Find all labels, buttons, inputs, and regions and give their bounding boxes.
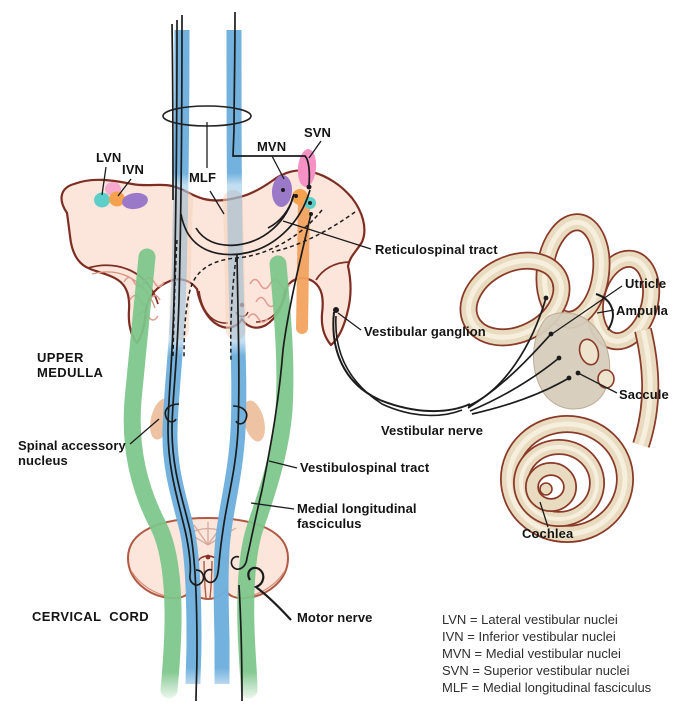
- label-reticulospinal-tract: Reticulospinal tract: [375, 242, 498, 257]
- legend-line-ivn: IVN = Inferior vestibular nuclei: [442, 629, 616, 644]
- reticulospinal-tract-orange: [296, 194, 310, 334]
- vestibular-nuclei-blobs: [94, 149, 317, 210]
- label-cervical-cord: CERVICAL CORD: [32, 609, 150, 624]
- label-ampulla: Ampulla: [616, 303, 668, 318]
- label-utricle: Utricle: [625, 276, 667, 291]
- label-mvn: MVN: [257, 139, 287, 154]
- label-lvn: LVN: [96, 150, 122, 165]
- abbreviation-legend: LVN = Lateral vestibular nuclei IVN = In…: [442, 611, 651, 696]
- vestibulospinal-tracts-green: [123, 248, 294, 699]
- legend-line-mlf: MLF = Medial longitudinal fasciculus: [442, 680, 652, 695]
- fiber-origin-dots: [281, 184, 313, 216]
- label-saccule: Saccule: [619, 387, 669, 402]
- inner-ear: [459, 213, 661, 543]
- label-spinal-accessory-nucleus: Spinal accessory nucleus: [18, 438, 126, 468]
- decussation-dashed-fibers: [172, 209, 356, 361]
- label-medial-longitudinal-fasciculus: Medial longitudinal fasciculus: [297, 501, 417, 531]
- label-vestibular-ganglion: Vestibular ganglion: [364, 324, 486, 339]
- label-svn: SVN: [304, 125, 332, 140]
- label-upper-medulla: UPPER MEDULLA: [37, 350, 104, 380]
- label-cochlea: Cochlea: [522, 526, 574, 541]
- cochlea-spiral: [500, 415, 634, 543]
- vestibular-nerve-fibers: [332, 295, 572, 417]
- legend-line-mvn: MVN = Medial vestibular nuclei: [442, 646, 621, 661]
- legend-line-svn: SVN = Superior vestibular nuclei: [442, 663, 630, 678]
- vestibular-ganglion-dot: [333, 307, 339, 313]
- label-ivn: IVN: [122, 162, 144, 177]
- label-vestibulospinal-tract: Vestibulospinal tract: [300, 460, 430, 475]
- legend-line-lvn: LVN = Lateral vestibular nuclei: [442, 612, 618, 627]
- label-mlf: MLF: [189, 170, 217, 185]
- leader-lines: [101, 122, 623, 528]
- fiber-pathways: [164, 11, 312, 702]
- label-vestibular-nerve: Vestibular nerve: [381, 423, 484, 438]
- label-motor-nerve: Motor nerve: [297, 610, 373, 625]
